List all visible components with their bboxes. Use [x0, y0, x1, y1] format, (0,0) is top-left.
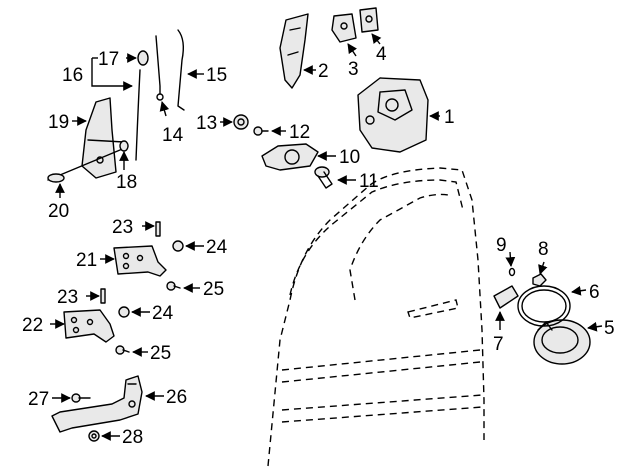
callout-23b: 23 — [57, 287, 78, 308]
callout-6: 6 — [589, 282, 600, 303]
pin-part-23a — [155, 221, 161, 237]
leader-8 — [538, 261, 548, 275]
callout-28: 28 — [122, 427, 143, 448]
leader-16-bracket — [91, 58, 133, 91]
plate-part — [359, 7, 379, 33]
nut-part — [532, 273, 547, 287]
callout-24a: 24 — [206, 237, 228, 258]
callout-5: 5 — [604, 318, 615, 339]
callout-20: 20 — [48, 201, 69, 222]
door-check-part — [51, 375, 143, 433]
rod-part-15 — [177, 29, 185, 111]
callout-26: 26 — [166, 387, 187, 408]
door-outline — [267, 167, 485, 467]
clip-part — [508, 267, 516, 277]
leader-5 — [587, 321, 603, 332]
screw-part-12 — [253, 126, 269, 136]
bolt-part — [314, 166, 333, 189]
callout-25b: 25 — [150, 343, 171, 364]
callout-2: 2 — [318, 61, 329, 82]
bolt-part-25b — [115, 345, 130, 355]
callout-23a: 23 — [112, 217, 133, 238]
bolt-part-25a — [166, 281, 181, 291]
callout-1: 1 — [444, 107, 455, 128]
callout-22: 22 — [22, 315, 43, 336]
callout-11: 11 — [359, 171, 379, 192]
cable-part — [135, 50, 149, 161]
callout-27: 27 — [28, 389, 49, 410]
handle-bracket-part — [81, 97, 125, 179]
gasket-part — [517, 285, 571, 327]
callout-19: 19 — [48, 112, 69, 133]
callout-24b: 24 — [152, 303, 174, 324]
callout-13: 13 — [196, 113, 217, 134]
hinge-block-part — [331, 13, 357, 43]
callout-15: 15 — [206, 65, 227, 86]
nut-part-24a — [172, 240, 184, 252]
callout-18: 18 — [116, 172, 137, 193]
leader-6 — [571, 285, 587, 296]
callout-4: 4 — [376, 44, 387, 65]
bolt-part-27 — [71, 393, 91, 403]
bracket-part — [279, 13, 309, 89]
callout-21: 21 — [76, 250, 97, 271]
leader-14 — [159, 101, 170, 117]
callout-8: 8 — [538, 239, 549, 260]
callout-16: 16 — [62, 65, 83, 86]
pin-part-23b — [100, 288, 106, 304]
leader-3 — [347, 43, 357, 57]
rod-part-20 — [47, 140, 129, 183]
latch-assembly — [357, 77, 429, 153]
callout-10: 10 — [339, 147, 360, 168]
leader-4 — [371, 33, 382, 45]
grommet-part — [233, 114, 249, 130]
upper-hinge-part — [113, 245, 167, 277]
callout-12: 12 — [289, 122, 310, 143]
callout-14: 14 — [162, 125, 184, 146]
callout-7: 7 — [493, 334, 504, 355]
callout-17: 17 — [98, 49, 119, 70]
nut-part-24b — [118, 306, 130, 318]
lower-hinge-part — [63, 309, 115, 343]
inside-handle-part — [261, 143, 319, 171]
handle-lever-part — [493, 285, 519, 309]
callout-3: 3 — [348, 59, 359, 80]
callout-9: 9 — [496, 235, 507, 256]
callout-25a: 25 — [203, 279, 224, 300]
rod-part-14 — [155, 35, 164, 101]
leader-9 — [505, 251, 516, 267]
nut-part-28 — [88, 430, 100, 442]
